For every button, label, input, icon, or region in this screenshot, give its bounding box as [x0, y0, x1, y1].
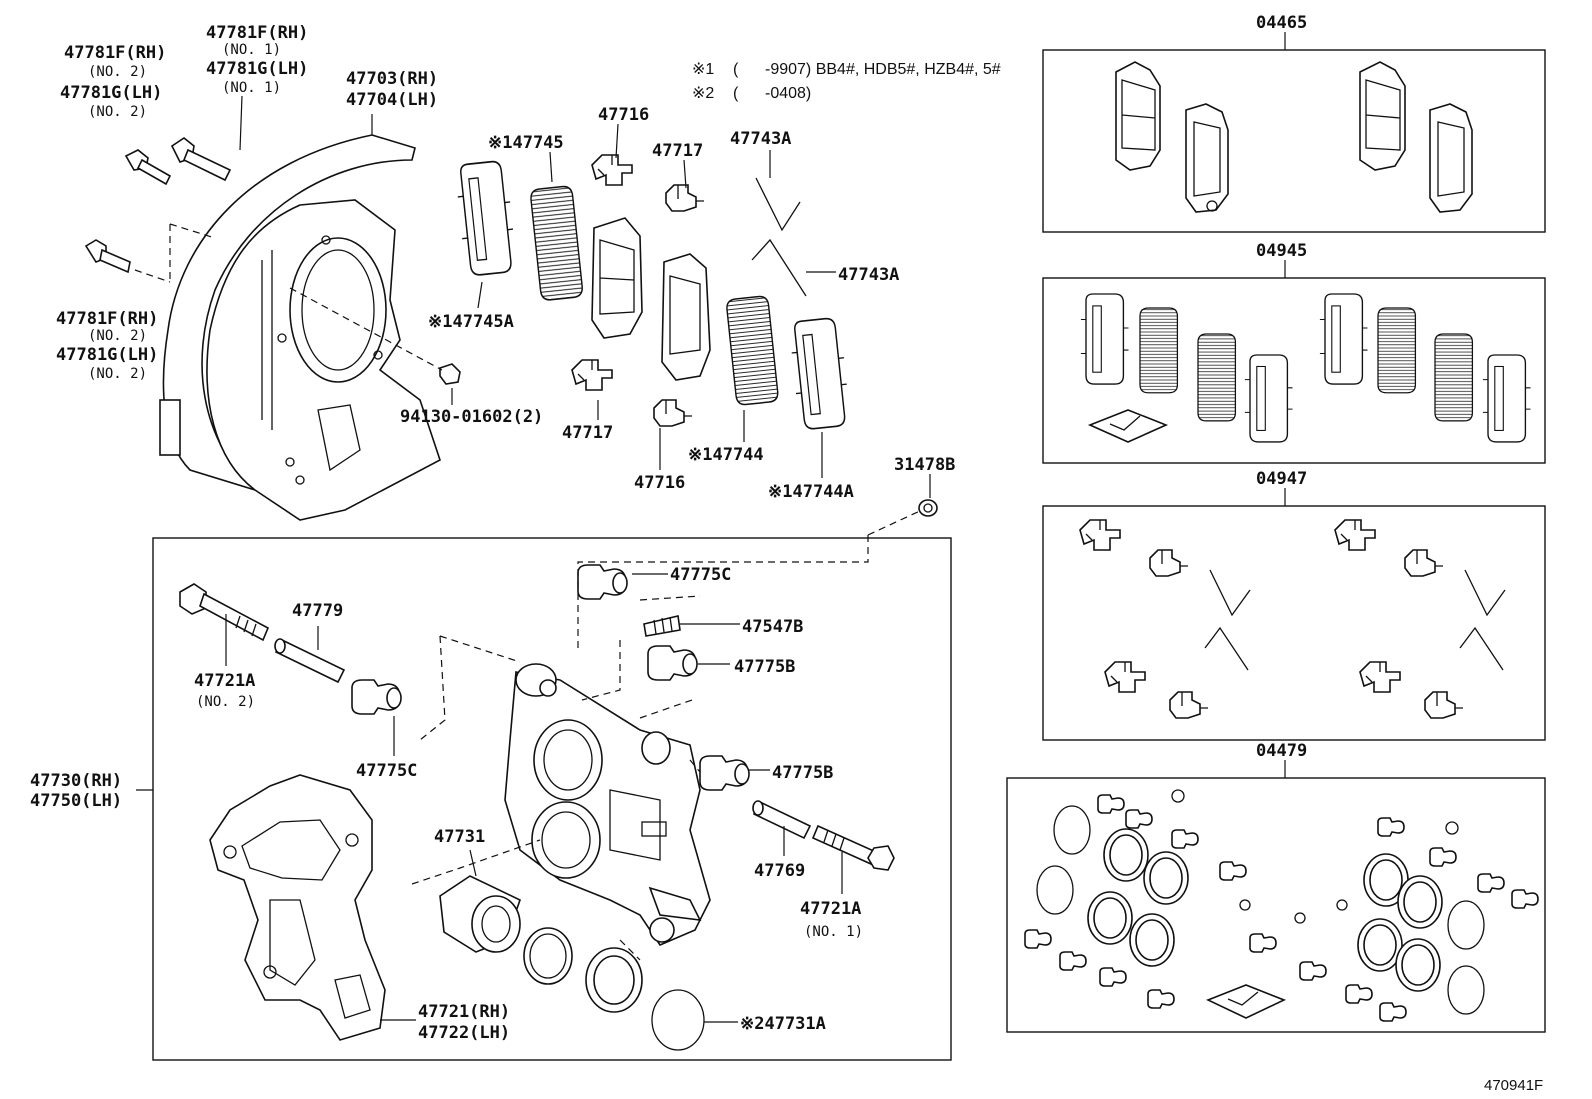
bleeder-cap-31478b — [918, 499, 938, 517]
label-47745: ※147745 — [488, 133, 564, 153]
label-47781f-rh-mid: 47781F(RH) — [56, 309, 158, 329]
label-47703-rh: 47703(RH) — [346, 69, 438, 89]
label-47781g-lh-mid: 47781G(LH) — [56, 345, 158, 365]
label-47781f-rh-left: 47781F(RH) — [64, 43, 166, 63]
kit-frame-04947 — [1042, 505, 1546, 741]
label-47722-lh: 47722(LH) — [418, 1023, 510, 1043]
label-47721a-no2: 47721A — [194, 671, 255, 691]
label-47716-top: 47716 — [598, 105, 649, 125]
label-47731: 47731 — [434, 827, 485, 847]
pin-47769 — [752, 800, 812, 840]
note-2-text: ( -0408) — [733, 85, 811, 102]
label-47750-lh: 47750(LH) — [30, 791, 122, 811]
label-no2-b: (NO. 2) — [88, 104, 147, 120]
kit-frame-04945 — [1042, 277, 1546, 464]
label-47745a: ※147745A — [428, 312, 514, 332]
label-47775c-bottom: 47775C — [356, 761, 417, 781]
label-47743a-right: 47743A — [838, 265, 899, 285]
label-no1-b: (NO. 1) — [222, 80, 281, 96]
label-no1-a: (NO. 1) — [222, 42, 281, 58]
boot-47775c-lower — [351, 679, 402, 715]
label-31478b: 31478B — [894, 455, 955, 475]
label-47731a: ※247731A — [740, 1014, 826, 1034]
brake-pads-middle — [453, 159, 852, 431]
label-47779: 47779 — [292, 601, 343, 621]
label-47744a: ※147744A — [768, 482, 854, 502]
label-47721-rh: 47721(RH) — [418, 1002, 510, 1022]
piston-seals — [523, 927, 705, 1051]
bolt-47721a-no2 — [179, 583, 270, 642]
nut-94130 — [439, 363, 461, 385]
caliper-assembly-frame — [152, 537, 952, 1061]
label-47721a-no1: 47721A — [800, 899, 861, 919]
label-47775c-top: 47775C — [670, 565, 731, 585]
kit-label-04947: 04947 — [1256, 469, 1307, 489]
boot-47775b-upper — [647, 645, 698, 681]
drawing-number: 470941F — [1484, 1077, 1543, 1094]
label-no2-e: (NO. 2) — [196, 694, 255, 710]
label-no1-c: (NO. 1) — [804, 924, 863, 940]
label-47744: ※147744 — [688, 445, 764, 465]
piston-47731 — [439, 875, 521, 953]
dust-shield — [159, 134, 441, 521]
kit-label-04479: 04479 — [1256, 741, 1307, 761]
kit-frame-04479 — [1006, 777, 1546, 1033]
bleeder-47547b — [643, 615, 681, 637]
note-2-mark: ※2 — [692, 85, 714, 102]
bolts-top — [84, 137, 232, 274]
label-47781g-lh-top: 47781G(LH) — [206, 59, 308, 79]
label-47769: 47769 — [754, 861, 805, 881]
kit-04465-pads — [1115, 61, 1473, 213]
anti-squeal-springs — [751, 177, 807, 297]
kit-04945-pads — [1080, 293, 1532, 443]
kit-label-04465: 04465 — [1256, 13, 1307, 33]
label-47781g-lh-left: 47781G(LH) — [60, 83, 162, 103]
caliper-body — [504, 663, 711, 946]
kit-frame-04465 — [1042, 49, 1546, 233]
kit-label-04945: 04945 — [1256, 241, 1307, 261]
label-47775b-top: 47775B — [734, 657, 795, 677]
label-47717-bottom: 47717 — [562, 423, 613, 443]
pin-47779 — [274, 638, 346, 684]
kit-04479-seals — [1024, 789, 1539, 1022]
label-47775b-bottom: 47775B — [772, 763, 833, 783]
label-47730-rh: 47730(RH) — [30, 771, 122, 791]
label-no2-a: (NO. 2) — [88, 64, 147, 80]
label-no2-d: (NO. 2) — [88, 366, 147, 382]
note-1-mark: ※1 — [692, 61, 714, 78]
label-no2-c: (NO. 2) — [88, 328, 147, 344]
label-47743a-top: 47743A — [730, 129, 791, 149]
label-47547b: 47547B — [742, 617, 803, 637]
mounting-bracket — [209, 774, 386, 1041]
label-47717-top: 47717 — [652, 141, 703, 161]
label-94130-01602: 94130-01602(2) — [400, 407, 543, 427]
kit-04947-clips — [1079, 519, 1506, 719]
boot-47775c-upper — [577, 564, 628, 600]
label-47704-lh: 47704(LH) — [346, 90, 438, 110]
label-47716-bottom: 47716 — [634, 473, 685, 493]
note-1-text: ( -9907) BB4#, HDB5#, HZB4#, 5# — [733, 61, 1001, 78]
boot-47775b-lower — [699, 755, 750, 791]
label-47781f-rh-top: 47781F(RH) — [206, 23, 308, 43]
bolt-47721a-no1 — [811, 824, 895, 871]
